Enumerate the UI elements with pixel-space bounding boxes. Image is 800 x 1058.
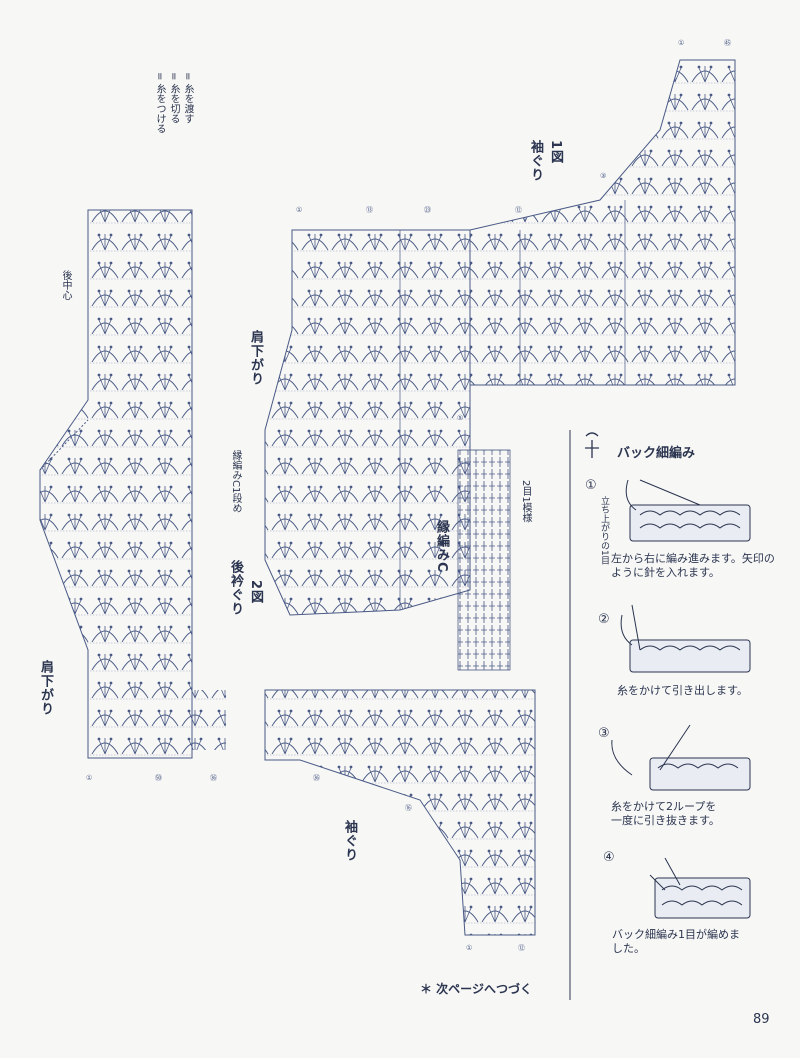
svg-text:⑯: ⑯ [405,804,412,812]
fig1-chart [469,59,736,386]
armhole-top-label: 袖ぐり [528,140,543,182]
svg-text:①: ① [678,39,684,47]
svg-text:③: ③ [600,172,606,180]
svg-text:⑤: ⑤ [457,414,463,422]
edging-c-chart [457,449,511,671]
step3-number: ③ [598,726,610,741]
svg-text:⑬: ⑬ [366,206,373,214]
step1-number: ① [585,478,597,493]
svg-text:㊱: ㊱ [210,774,217,782]
back-neckline-label: 後衿ぐり [228,560,243,616]
step4-number: ④ [603,850,615,865]
armhole-chart [264,689,536,936]
back-body-chart [39,209,226,759]
step1-text: 左から右に編み進みます。矢印のように針を入れます。 [611,552,775,579]
step2-illustration [620,604,751,673]
edging-c-first-row-label: 縁編みC1段め [230,450,241,514]
svg-text:①: ① [466,944,472,952]
two-st-repeat-label: 2目1模様 [520,480,531,523]
svg-text:⑫: ⑫ [518,944,525,952]
step4-text: バック細編み1目が編めました。 [612,928,740,955]
svg-text:①: ① [86,774,92,782]
step4-illustration [649,857,751,919]
armhole-bottom-label: 袖ぐり [342,820,357,862]
legend-attach: = 糸をつける [154,72,165,134]
fig1-label: 1図 [548,140,563,165]
svg-text:㊱: ㊱ [313,774,320,782]
legend-carry: = 糸を渡す [182,72,193,124]
svg-text:㉓: ㉓ [424,206,431,214]
svg-text:①: ① [296,206,302,214]
fig2-label: 2図 [248,580,263,605]
step3-illustration [611,724,751,791]
step1-illustration [625,479,751,542]
step2-text: 糸をかけて引き出します。 [617,684,748,697]
legend-cut: = 糸を切る [168,72,179,124]
sidebar-title: バック細編み [617,446,696,461]
page-number: 89 [753,1012,770,1027]
back-center-label: 後中心 [60,270,71,300]
svg-text:⑫: ⑫ [515,206,522,214]
shoulder-drop-mid-label: 肩下がり [248,330,263,386]
sidebar-illustrations [611,479,751,919]
back-sc-symbol [585,432,599,458]
svg-text:㊺: ㊺ [724,39,731,47]
shoulder-drop-left-label: 肩下がり [38,660,53,716]
edging-c-label: 縁編みC [434,520,449,573]
continue-note: ＊ 次ページへつづく [420,982,532,996]
step3-text: 糸をかけて2ループを一度に引き抜きます。 [611,800,720,827]
step2-number: ② [598,612,610,627]
step1-inset-label: 立ち上がりの1目 [599,496,609,565]
row-markers: ① ㊿ ㊱ ① ⑬ ㉓ ⑫ ③ ① ㊺ ⑤ ① ⑫ ㊱ ⑯ [86,39,731,952]
svg-text:㊿: ㊿ [155,774,162,782]
